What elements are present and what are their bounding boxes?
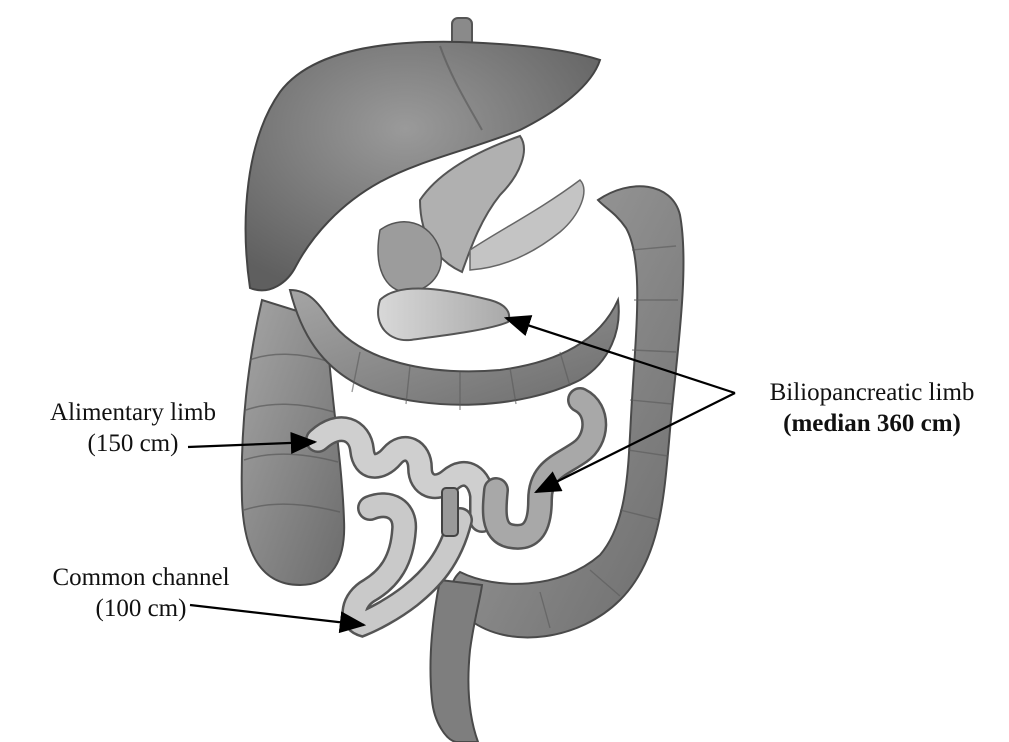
alimentary-limb-length: (150 cm) xyxy=(8,428,258,459)
biliopancreatic-limb-length: (median 360 cm) xyxy=(738,408,1006,439)
alimentary-limb-title: Alimentary limb xyxy=(8,397,258,428)
anastomosis xyxy=(442,488,458,536)
biliopancreatic-limb-label: Biliopancreatic limb (median 360 cm) xyxy=(738,377,1006,439)
biliopancreatic-limb-title: Biliopancreatic limb xyxy=(738,377,1006,408)
common-channel-title: Common channel xyxy=(10,562,272,593)
rectum xyxy=(430,580,482,742)
common-channel-length: (100 cm) xyxy=(10,593,272,624)
duodenal-loop xyxy=(378,288,509,340)
common-channel-label: Common channel (100 cm) xyxy=(10,562,272,624)
biliopancreatic-limb-lower xyxy=(495,400,595,537)
alimentary-limb-label: Alimentary limb (150 cm) xyxy=(8,397,258,459)
